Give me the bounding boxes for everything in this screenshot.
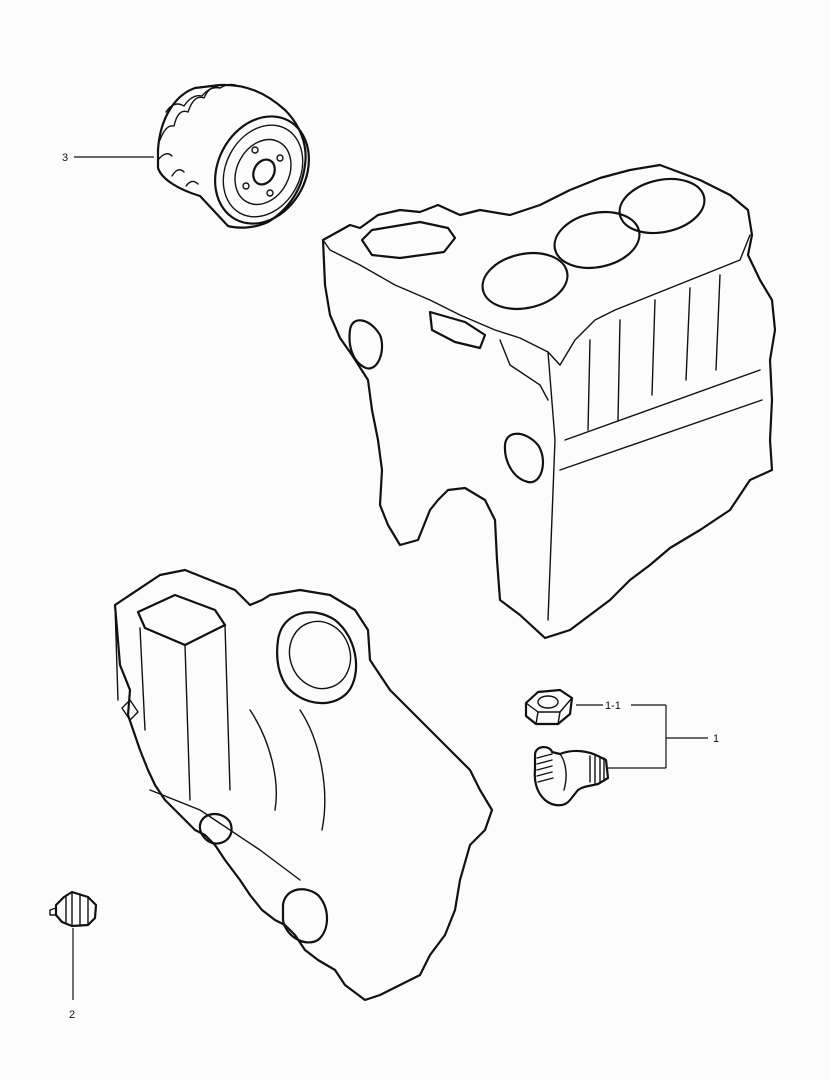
cylinder-block: [321, 163, 777, 640]
front-cover: [113, 568, 494, 1002]
callout-1: 1: [713, 733, 719, 745]
callout-3: 3: [62, 152, 68, 164]
elbow-fitting-part: [533, 746, 610, 807]
callout-1-1: 1-1: [605, 700, 621, 712]
nut-part: [524, 688, 574, 726]
callout-2: 2: [69, 1009, 75, 1021]
oil-filter-part: [156, 83, 311, 229]
leader-lines: [72, 156, 708, 1000]
sensor-switch-part: [49, 890, 98, 928]
